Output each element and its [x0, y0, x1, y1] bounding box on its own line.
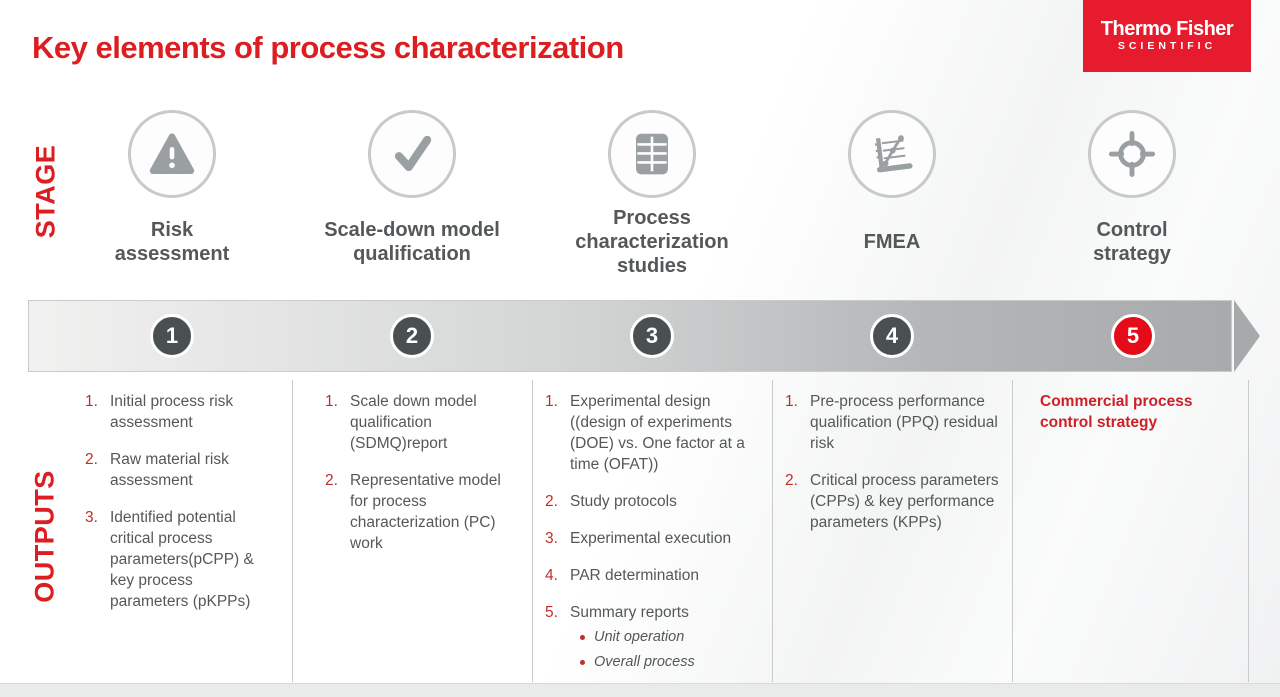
output-item-number: 1.	[85, 393, 98, 410]
output-item-number: 3.	[545, 530, 558, 547]
step-5-badge: 5	[1111, 314, 1155, 358]
output-item-number: 3.	[85, 509, 98, 526]
bullet-icon	[580, 660, 585, 665]
crosshair-target-icon	[1106, 128, 1158, 180]
stage-name-line: studies	[616, 255, 688, 277]
stage-2-name: Scale-down model qualification	[302, 203, 522, 281]
step-3-badge: 3	[630, 314, 674, 358]
output-item: 5. Summary reports	[545, 602, 755, 623]
outputs-column-3: 1. Experimental design ((design of exper…	[545, 391, 755, 677]
column-divider	[532, 380, 533, 682]
stage-name-line: Control	[1096, 219, 1168, 241]
output-item-text: Scale down model qualification (SDMQ)rep…	[350, 393, 477, 452]
output-item-number: 1.	[785, 393, 798, 410]
stage-name-line: Process	[613, 207, 691, 229]
output-item: 1. Experimental design ((design of exper…	[545, 391, 755, 475]
output-item: 3. Identified potential critical process…	[85, 507, 255, 612]
sub-bullet-text: Overall process	[594, 654, 695, 670]
column-divider	[772, 380, 773, 682]
stage-name-line: Scale-down model	[324, 219, 500, 241]
output-item-number: 2.	[85, 451, 98, 468]
output-item-text: PAR determination	[570, 567, 699, 584]
step-2-badge: 2	[390, 314, 434, 358]
output-item-text: Identified potential critical process pa…	[110, 509, 254, 610]
stage-1-name: Risk assessment	[62, 203, 282, 281]
output-item: 3. Experimental execution	[545, 528, 755, 549]
column-divider	[292, 380, 293, 682]
sub-bullet-item: Overall process	[580, 652, 755, 673]
sub-bullet-item: Unit operation	[580, 627, 755, 648]
output-item-text: Experimental execution	[570, 530, 732, 547]
output-item-text: Summary reports	[570, 604, 689, 621]
stage-2-icon-circle	[368, 110, 456, 198]
output-item: 2. Representative model for process char…	[325, 470, 517, 554]
output-item: 4. PAR determination	[545, 565, 755, 586]
highlight-output-text: Commercial process control strategy	[1040, 393, 1193, 431]
output-item-text: Pre-process performance qualification (P…	[810, 393, 998, 452]
stage-3-name: Process characterization studies	[542, 203, 762, 281]
outputs-row-label: OUTPUTS	[29, 470, 60, 603]
step-number: 4	[885, 323, 899, 348]
bullet-icon	[580, 635, 585, 640]
stage-3-icon-circle	[608, 110, 696, 198]
column-divider	[1012, 380, 1013, 682]
stage-4-icon-circle	[848, 110, 936, 198]
output-item-number: 4.	[545, 567, 558, 584]
bottom-edge-strip	[0, 683, 1280, 697]
outputs-column-1: 1. Initial process risk assessment 2. Ra…	[85, 391, 267, 628]
output-item: 2. Study protocols	[545, 491, 755, 512]
output-item-text: Initial process risk assessment	[110, 393, 234, 431]
step-number: 5	[1126, 323, 1140, 348]
step-number: 3	[645, 323, 659, 348]
output-item-number: 2.	[325, 472, 338, 489]
stage-1-icon-circle	[128, 110, 216, 198]
stage-name-line: characterization	[575, 231, 729, 253]
stage-5-name: Control strategy	[1022, 203, 1242, 281]
outputs-column-2: 1. Scale down model qualification (SDMQ)…	[325, 391, 517, 570]
output-item: 2. Critical process parameters (CPPs) & …	[785, 470, 1007, 533]
output-item-number: 1.	[545, 393, 558, 410]
step-number: 2	[405, 323, 419, 348]
step-4-badge: 4	[870, 314, 914, 358]
output-item: 1. Initial process risk assessment	[85, 391, 267, 433]
output-item: 1. Scale down model qualification (SDMQ)…	[325, 391, 517, 454]
output-item-number: 1.	[325, 393, 338, 410]
output-item-number: 5.	[545, 604, 558, 621]
logo-brand-text: Thermo Fisher	[1100, 18, 1234, 40]
chart-document-icon	[866, 128, 918, 180]
step-number: 1	[165, 323, 179, 348]
output-item-text: Raw material risk assessment	[110, 451, 229, 489]
output-item-text: Study protocols	[570, 493, 677, 510]
warning-triangle-icon	[146, 128, 198, 180]
output-item-text: Experimental design ((design of experime…	[570, 393, 745, 473]
stage-name-line: strategy	[1093, 243, 1171, 265]
output-item-number: 2.	[545, 493, 558, 510]
stage-name-line: assessment	[114, 243, 230, 265]
thermofisher-logo: Thermo Fisher SCIENTIFIC	[1083, 0, 1251, 72]
stage-row-label: STAGE	[30, 144, 61, 239]
step-1-badge: 1	[150, 314, 194, 358]
arrow-head	[1234, 300, 1260, 372]
outputs-column-5: Commercial process control strategy	[1040, 391, 1215, 433]
sub-bullet-text: Unit operation	[594, 629, 685, 645]
output-item: 2. Raw material risk assessment	[85, 449, 267, 491]
stage-name-line: FMEA	[863, 231, 921, 253]
table-icon	[626, 128, 678, 180]
output-item-text: Critical process parameters (CPPs) & key…	[810, 472, 999, 531]
column-divider	[1248, 380, 1249, 682]
stage-5-icon-circle	[1088, 110, 1176, 198]
output-item-number: 2.	[785, 472, 798, 489]
output-item-text: Representative model for process charact…	[350, 472, 501, 552]
logo-sub-text: SCIENTIFIC	[1117, 40, 1217, 52]
page-title: Key elements of process characterization	[32, 30, 624, 65]
stage-name-line: Risk	[150, 219, 194, 241]
stage-4-name: FMEA	[782, 203, 1002, 281]
checkmark-icon	[386, 128, 438, 180]
stage-name-line: qualification	[353, 243, 471, 265]
output-item: 1. Pre-process performance qualification…	[785, 391, 1007, 454]
outputs-column-4: 1. Pre-process performance qualification…	[785, 391, 1007, 549]
